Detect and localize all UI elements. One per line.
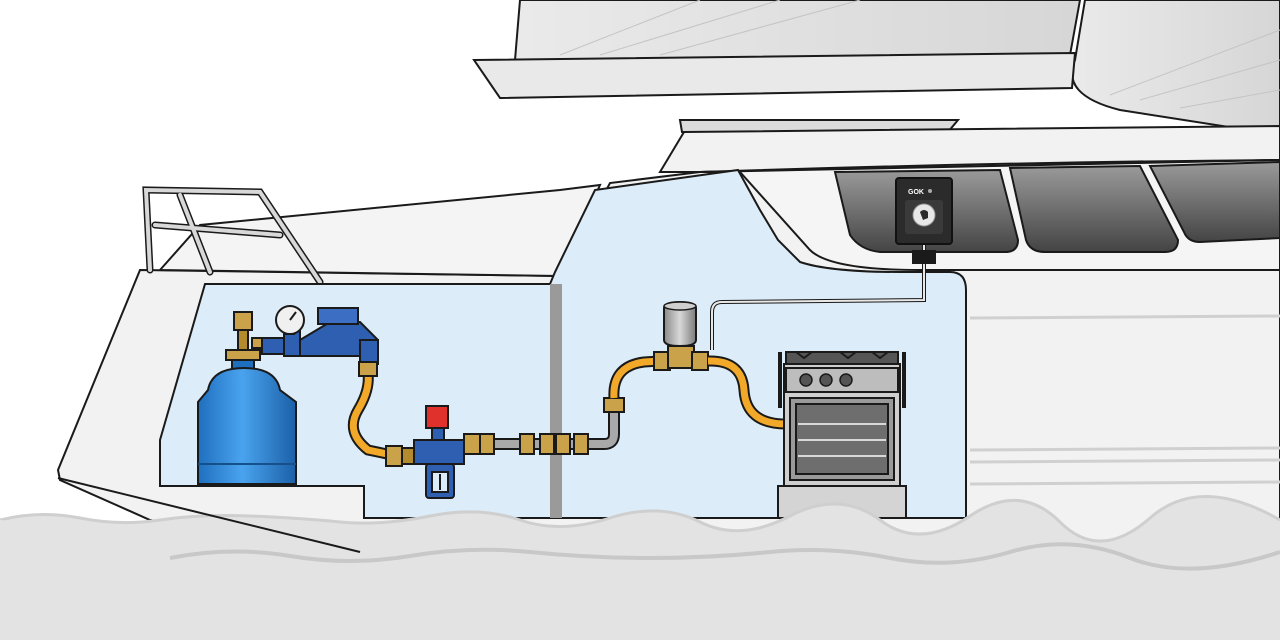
panel-brand-text: GOK [908,189,924,196]
sails [513,0,1280,137]
shutoff-valve [413,405,481,499]
hand-pointer-icon [920,210,928,220]
boom [472,51,1077,100]
stove-knob-icon [819,373,833,387]
cylinder-valve [225,311,267,361]
gas-cylinder-icon [197,366,297,485]
solenoid-valve [653,300,709,371]
bulkhead [550,284,562,518]
shutoff-valve-handle[interactable] [425,405,449,429]
hose-solenoid-to-stove [707,357,787,428]
pressure-gauge [275,305,305,335]
interior-compartment [159,168,967,519]
hose-pipe-to-solenoid [610,357,661,399]
pressure-regulator [261,307,379,365]
stove-knob-icon [839,373,853,387]
wave-line [169,542,1280,571]
steel-pipe [480,408,618,448]
gas-cylinder [197,359,297,485]
hull-keel-line [57,477,361,553]
pipe-fittings [479,397,625,455]
panel-led-icon [928,189,932,193]
shutoff-valve-icon [413,439,465,465]
hull-stripes [969,314,1280,486]
stove [777,351,907,519]
control-cable [711,245,925,350]
hose-regulator-to-valve [349,373,393,459]
stove-knob-icon [799,373,813,387]
remote-control-panel: GOK [895,177,953,264]
